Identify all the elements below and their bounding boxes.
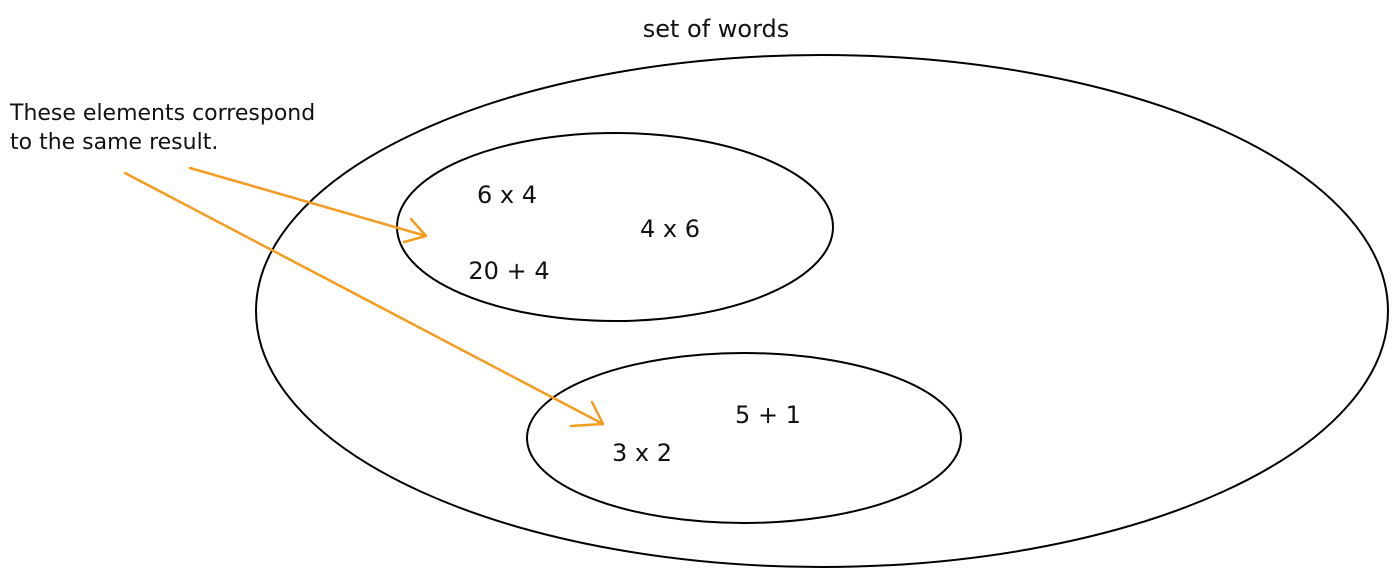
group-1-ellipse xyxy=(396,132,834,322)
annotation-line-2: to the same result. xyxy=(10,130,218,155)
group-2-item-2: 3 x 2 xyxy=(612,439,672,467)
arrow-to-group-1-head xyxy=(402,217,428,244)
arrow-to-group-2 xyxy=(123,171,605,428)
set-title: set of words xyxy=(643,15,790,43)
group-1-item-3: 20 + 4 xyxy=(468,257,549,285)
annotation-line-1: These elements correspond xyxy=(9,101,315,126)
group-2-item-1: 5 + 1 xyxy=(735,401,801,429)
arrow-to-group-2-head xyxy=(569,400,605,428)
group-2-ellipse xyxy=(526,352,962,524)
group-1-item-2: 4 x 6 xyxy=(640,215,700,243)
outer-set-ellipse xyxy=(255,54,1389,568)
arrow-to-group-1 xyxy=(188,166,428,244)
arrow-to-group-1-shaft xyxy=(188,166,428,238)
arrow-to-group-2-shaft xyxy=(123,171,605,426)
group-1-item-1: 6 x 4 xyxy=(477,181,537,209)
